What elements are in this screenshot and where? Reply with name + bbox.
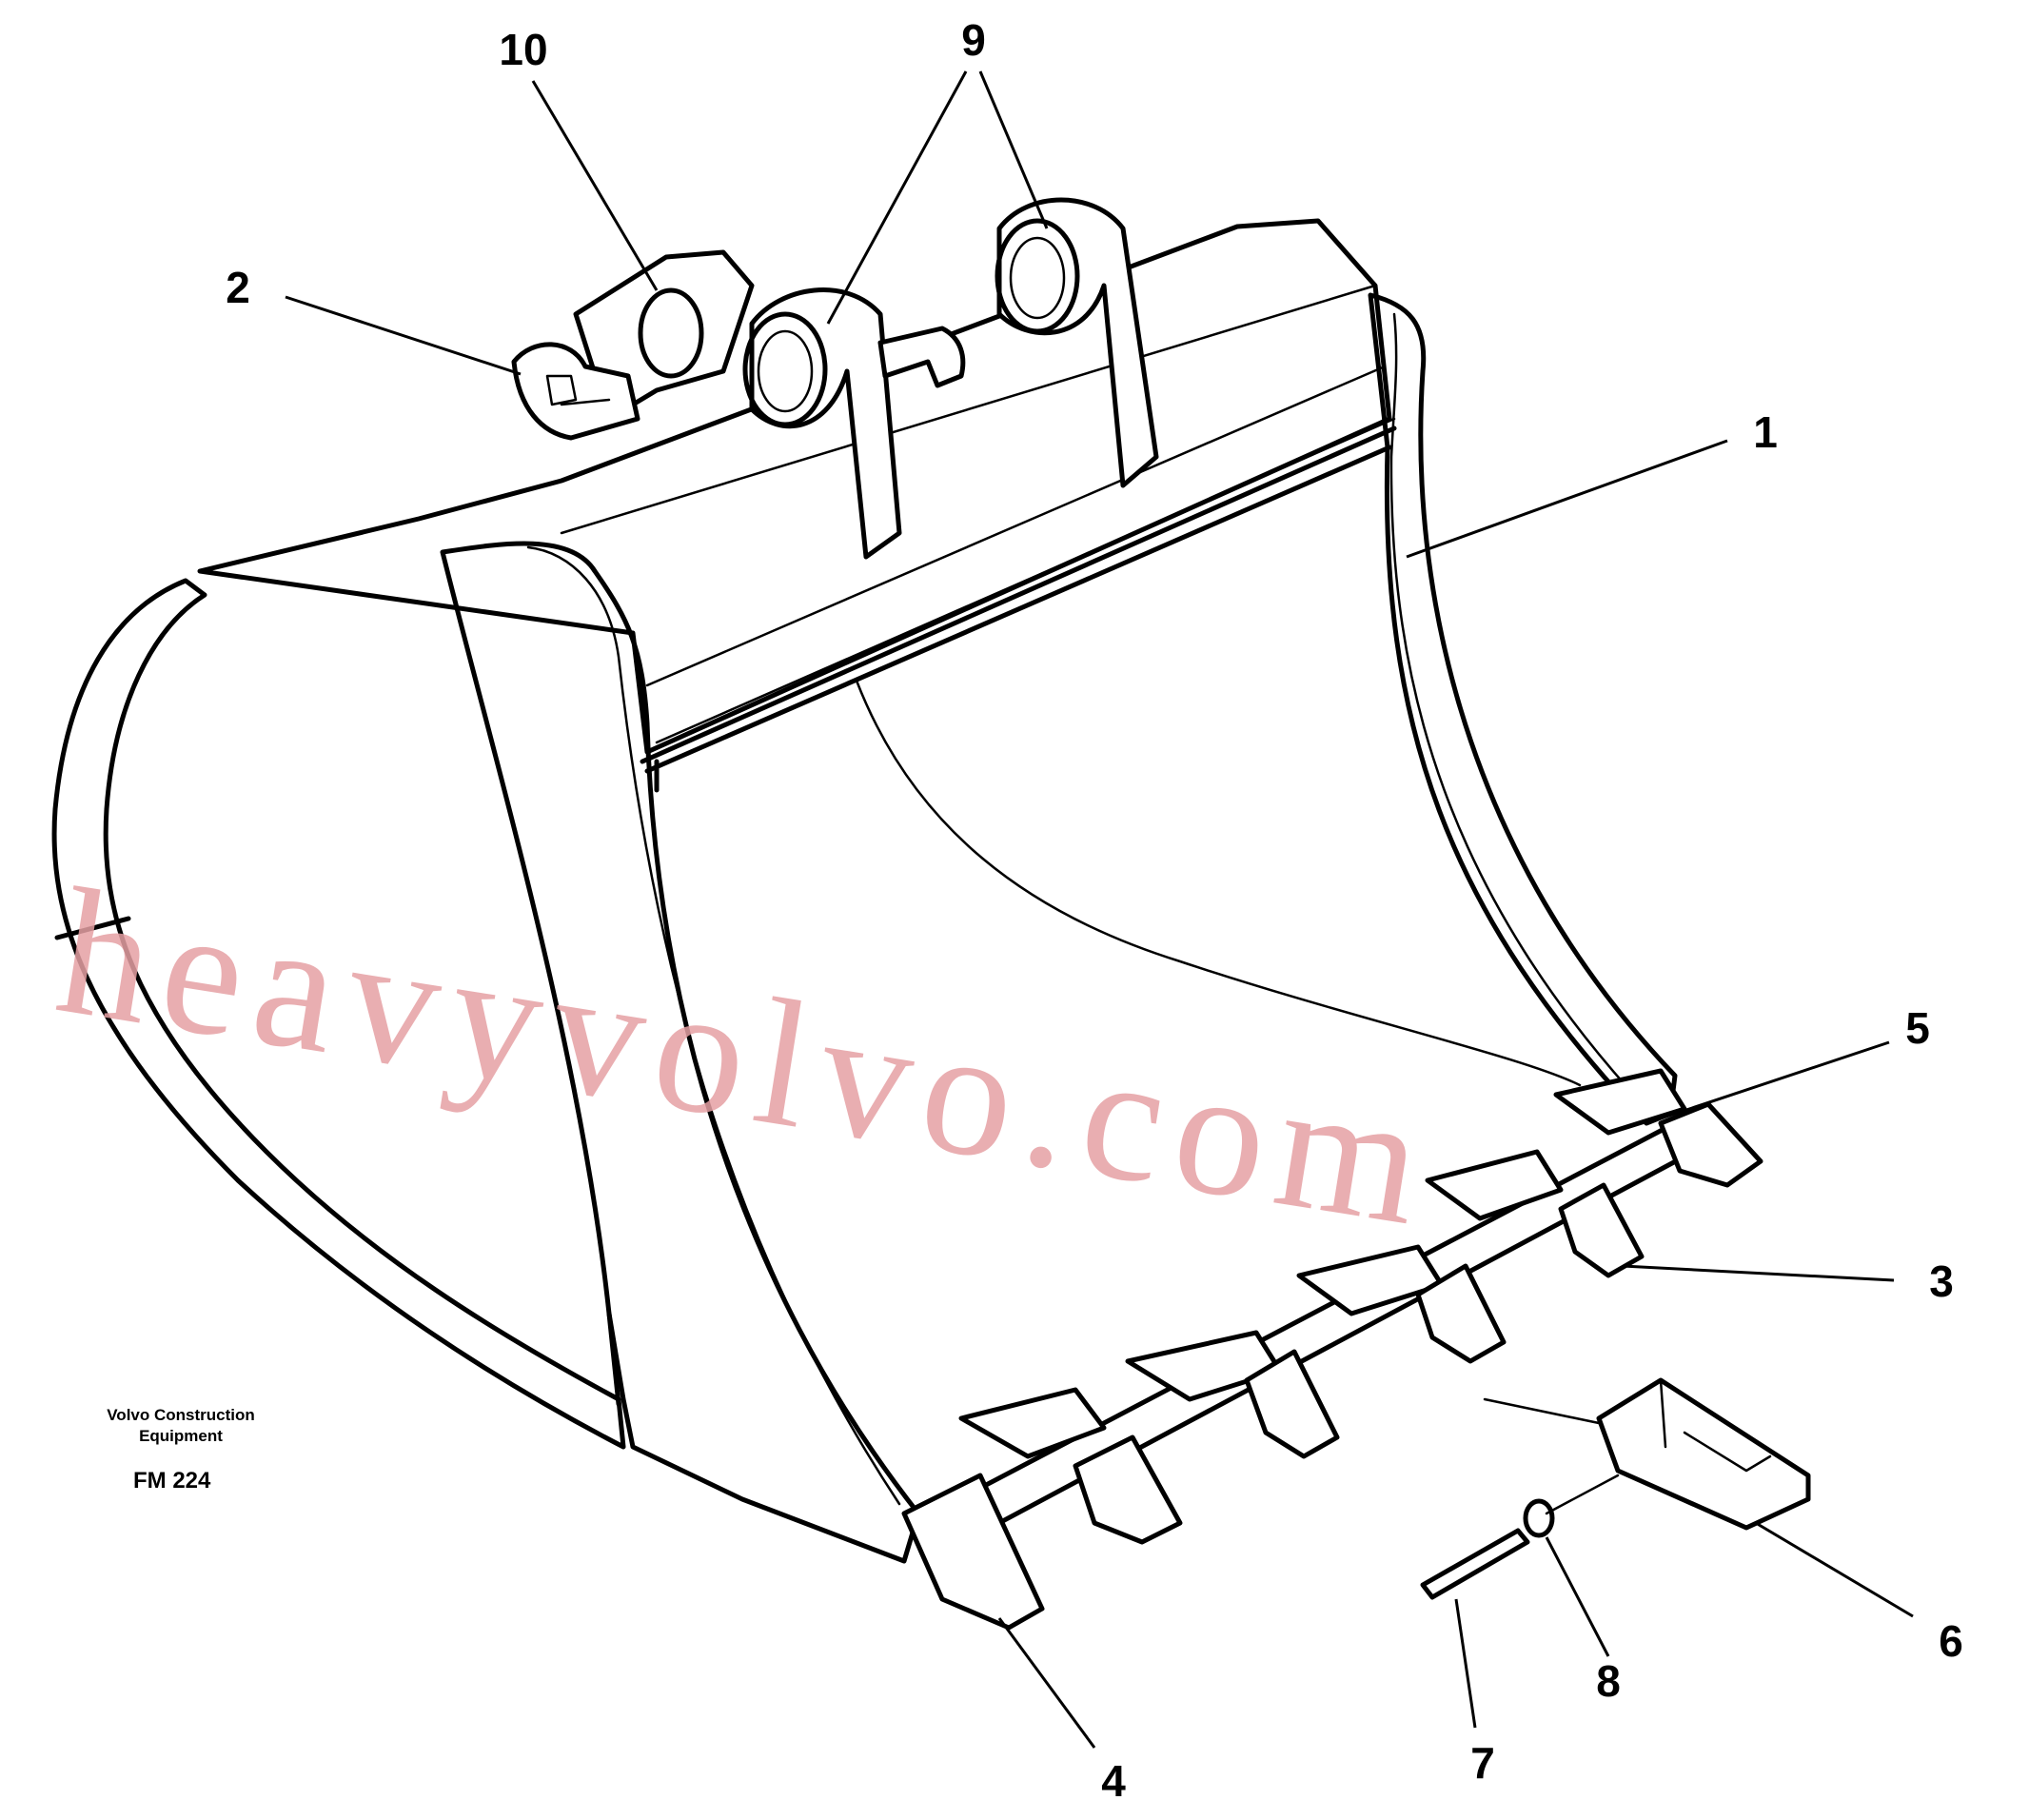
callout-10: 10: [499, 25, 547, 74]
leader-1: [1406, 439, 1728, 559]
watermark: heavyvolvo.com: [46, 851, 1447, 1265]
callout-5: 5: [1905, 1003, 1930, 1053]
callout-2: 2: [226, 263, 250, 312]
teeth-row: [901, 1068, 1763, 1631]
back-wall-band: [560, 284, 1396, 744]
leader-4: [997, 1617, 1096, 1749]
tooth-4: [1415, 1263, 1507, 1364]
figure-code: FM 224: [133, 1468, 211, 1494]
callout-4: 4: [1101, 1756, 1126, 1806]
retainer-washer: [1523, 1498, 1555, 1538]
callout-1: 1: [1753, 407, 1778, 457]
bracket-right-bore-inner: [1009, 236, 1066, 320]
bucket-body: [51, 218, 1687, 1564]
callout-labels: 1 2 3 4 5 6 7 8 9 10: [226, 15, 1963, 1806]
callout-8: 8: [1596, 1656, 1621, 1706]
leader-8: [1545, 1536, 1610, 1657]
leader-7: [1454, 1598, 1477, 1729]
leader-2: [285, 295, 522, 376]
callout-7: 7: [1470, 1738, 1495, 1788]
back-wall-bottom-edge: [644, 445, 1392, 793]
leader-3: [1622, 1264, 1895, 1282]
back-wall-top: [197, 218, 1392, 755]
coupler-hook: [511, 342, 640, 441]
callout-3: 3: [1929, 1256, 1954, 1306]
callout-6: 6: [1939, 1616, 1963, 1666]
tooth-4-adapter: [1425, 1149, 1564, 1221]
credit-block: Volvo Construction Equipment FM 224: [107, 1406, 255, 1494]
tooth-5: [1558, 1182, 1645, 1278]
tooth-2: [1073, 1434, 1183, 1545]
tooth-1: [901, 1473, 1045, 1631]
leader-5: [1660, 1040, 1890, 1120]
front-side-panel: [440, 541, 921, 1564]
leader-6: [1755, 1521, 1914, 1618]
leader-10: [531, 80, 659, 291]
bracket-left-bore-inner: [757, 329, 814, 413]
tooth-3: [1244, 1349, 1340, 1459]
right-side-plate: [1368, 292, 1678, 1126]
retainer-pin: [1420, 1528, 1530, 1600]
leader-lines: [285, 70, 1914, 1749]
bucket-floor-curve: [855, 679, 1582, 1087]
back-hook: [877, 326, 966, 388]
tooth-5-adapter: [1553, 1068, 1687, 1136]
credit-line-2: Equipment: [139, 1427, 223, 1445]
left-side-plate-inner-edge: [104, 593, 621, 1401]
right-side-plate-inner: [1389, 312, 1653, 1116]
front-side-panel-inner: [526, 545, 901, 1506]
loose-tooth-detail: [1659, 1378, 1772, 1473]
loose-tooth: [1596, 1377, 1811, 1531]
tooth-1-adapter: [958, 1387, 1107, 1459]
mounting-brackets: [511, 197, 1159, 560]
pin-alignment-line: [1483, 1397, 1620, 1515]
exploded-detail: [1420, 1377, 1811, 1600]
tooth-6: [1658, 1101, 1763, 1188]
coupler-hook-pin: [545, 374, 611, 406]
credit-line-1: Volvo Construction: [107, 1406, 255, 1424]
leader-9a: [826, 70, 968, 325]
bracket-left-bore: [742, 311, 828, 427]
link-bracket-bore: [638, 287, 704, 379]
bracket-right-bore: [995, 218, 1080, 334]
callout-9: 9: [961, 15, 986, 65]
leader-9b: [978, 70, 1049, 229]
back-wall-edge: [640, 425, 1397, 764]
